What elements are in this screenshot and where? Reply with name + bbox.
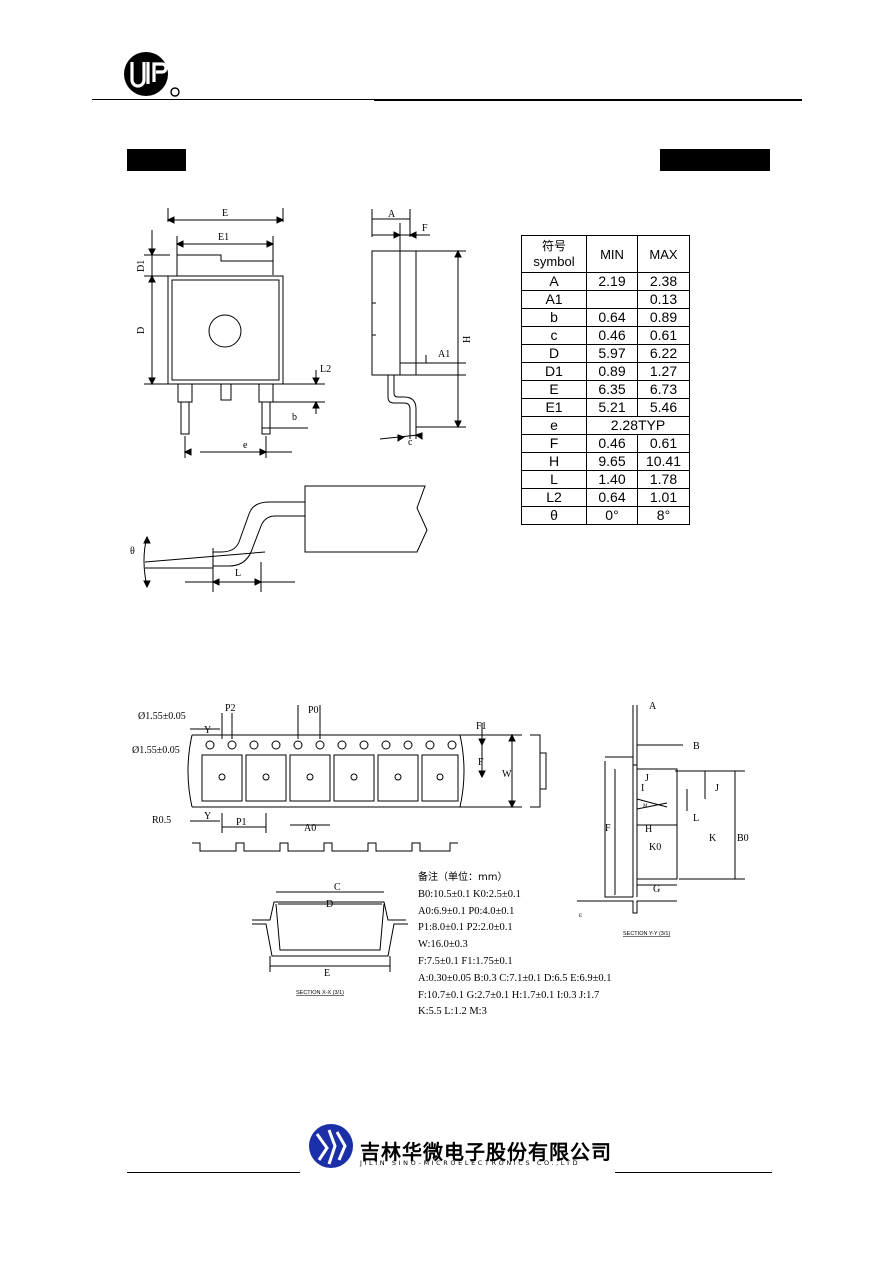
tape-label-Y-top: Y xyxy=(204,725,211,736)
tape-label-P1: P1 xyxy=(236,817,247,828)
section-yy-label-B: B xyxy=(693,741,700,752)
section-title-bar-right xyxy=(660,149,770,171)
notes-line: A0:6.9±0.1 P0:4.0±0.1 xyxy=(418,905,515,917)
section-yy-label-J-left: J xyxy=(645,773,649,784)
section-title-bar-left xyxy=(127,149,186,171)
section-yy-label-G: G xyxy=(653,884,660,895)
dim-label-c: c xyxy=(408,437,413,448)
header-min: MIN xyxy=(586,235,638,273)
lead-bend-detail: θ L xyxy=(130,485,428,592)
company-logo-footer xyxy=(309,1124,353,1168)
section-yy-label-K: K xyxy=(709,833,717,844)
notes-line: F:7.5±0.1 F1:1.75±0.1 xyxy=(418,955,513,967)
dim-label-L2: L2 xyxy=(320,364,331,375)
footer-rule-right xyxy=(615,1172,772,1173)
section-yy-label-F: F xyxy=(605,823,611,834)
header-rule-right xyxy=(374,99,802,101)
company-name-en: JILIN SINO-MICROELECTRONICS CO.,LTD xyxy=(360,1159,581,1167)
dim-label-E1: E1 xyxy=(218,232,229,243)
tape-label-F: F xyxy=(478,757,484,768)
dim-label-L: L xyxy=(235,568,241,579)
package-top-view: E E1 D1 D L2 b e xyxy=(136,208,331,458)
section-xx-label-C: C xyxy=(334,882,341,893)
section-xx-caption: SECTION X-X (3/1) xyxy=(296,990,344,996)
tape-label-A0: A0 xyxy=(304,823,316,834)
notes-title: 备注（单位：mm） xyxy=(418,872,508,883)
notes-line: P1:8.0±0.1 P2:2.0±0.1 xyxy=(418,922,513,934)
header-max: MAX xyxy=(637,235,690,273)
notes-line: B0:10.5±0.1 K0:2.5±0.1 xyxy=(418,888,521,900)
notes-line: F:10.7±0.1 G:2.7±0.1 H:1.7±0.1 I:0.3 J:1… xyxy=(418,989,600,1001)
notes-line: W:16.0±0.3 xyxy=(418,939,468,951)
carrier-tape-view: Ø1.55±0.05 Ø1.55±0.05 P2 P0 Y Y R0.5 P1 … xyxy=(132,703,547,852)
dim-label-E: E xyxy=(222,208,228,219)
section-xx-label-E: E xyxy=(324,968,330,979)
footer-rule-left xyxy=(127,1172,300,1173)
section-yy-label-E: E xyxy=(579,914,582,919)
table-header-row: 符号 symbol MIN MAX xyxy=(521,235,690,273)
tape-label-P0: P0 xyxy=(308,705,319,716)
dim-label-D: D xyxy=(136,327,147,334)
section-yy-view: A B J I M J L F H K B0 K0 G E SECTION Y-… xyxy=(577,701,749,937)
header-symbol: 符号 symbol xyxy=(521,235,587,273)
notes-line: K:5.5 L:1.2 M:3 xyxy=(418,1006,487,1018)
section-yy-label-J-right: J xyxy=(715,783,719,794)
dim-label-A: A xyxy=(388,209,396,220)
dim-label-e: e xyxy=(243,440,248,451)
section-yy-label-L: L xyxy=(693,813,699,824)
dim-label-A1: A1 xyxy=(438,349,450,360)
section-xx-label-D: D xyxy=(326,899,333,910)
section-xx-view: C D E SECTION X-X (3/1) xyxy=(252,882,408,996)
section-yy-label-B0: B0 xyxy=(737,833,749,844)
tape-label-Y-bottom: Y xyxy=(204,811,211,822)
header-rule-left xyxy=(92,99,374,100)
tape-label-W: W xyxy=(502,769,512,780)
company-logo-top xyxy=(124,52,180,97)
dim-label-F: F xyxy=(422,223,428,234)
section-yy-caption: SECTION Y-Y (3/1) xyxy=(623,931,670,937)
section-yy-label-A: A xyxy=(649,701,657,712)
section-yy-label-M: M xyxy=(643,804,648,809)
tape-notes: 备注（单位：mm） B0:10.5±0.1 K0:2.5±0.1 A0:6.9±… xyxy=(418,870,611,1021)
notes-line: A:0.30±0.05 B:0.3 C:7.1±0.1 D:6.5 E:6.9±… xyxy=(418,972,612,984)
tape-label-P2: P2 xyxy=(225,703,236,714)
section-yy-label-K0: K0 xyxy=(649,842,661,853)
tape-label-hole1: Ø1.55±0.05 xyxy=(138,711,186,722)
package-side-view: A F A1 H c xyxy=(371,209,473,448)
tape-label-F1: F1 xyxy=(476,721,487,732)
section-yy-label-H: H xyxy=(645,824,652,835)
dim-label-D1: D1 xyxy=(136,260,147,272)
tape-label-hole2: Ø1.55±0.05 xyxy=(132,745,180,756)
dim-label-H: H xyxy=(462,336,473,343)
dim-label-theta: θ xyxy=(130,546,135,557)
company-name-cn: 吉林华微电子股份有限公司 xyxy=(360,1140,612,1164)
tape-label-R: R0.5 xyxy=(152,815,171,826)
dim-label-b: b xyxy=(292,412,297,423)
section-yy-label-I: I xyxy=(641,783,644,794)
